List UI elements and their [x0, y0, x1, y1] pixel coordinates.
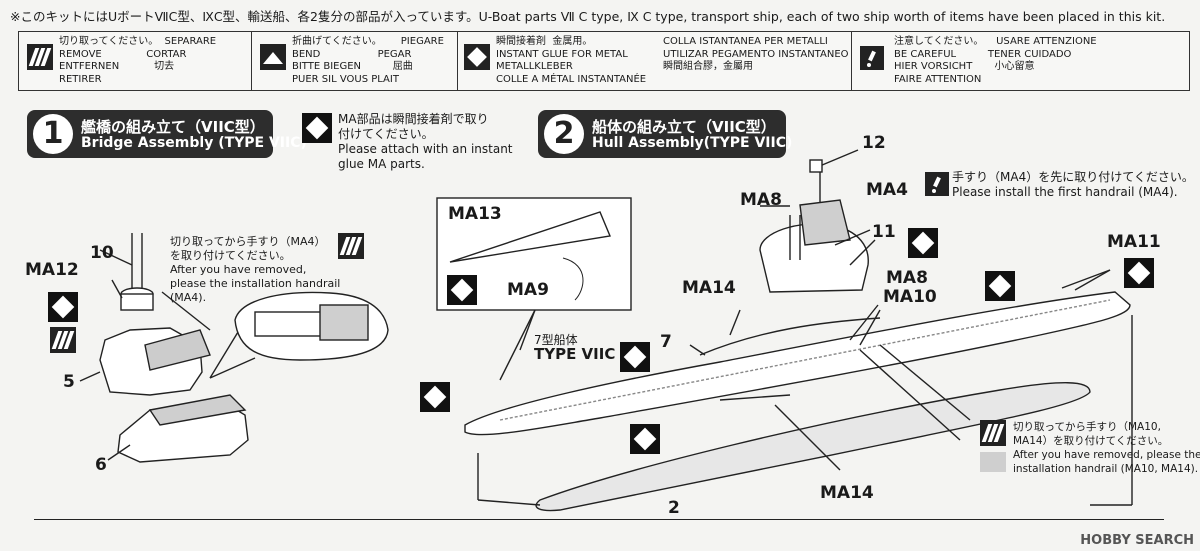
legend-caution: 注意してください。 USARE ATTENZIONE BE CAREFUL TE… [852, 32, 1182, 90]
step-number: 1 [33, 114, 73, 154]
part-label-ma8b: MA8 [886, 268, 928, 288]
glue-diamond-icon [420, 382, 450, 412]
step1-title: 1 艦橋の組み立て（VIIC型） Bridge Assembly (TYPE V… [27, 110, 307, 158]
knife-icon [50, 327, 76, 353]
knife-icon [980, 420, 1006, 446]
shaded-area-swatch [980, 452, 1006, 472]
caution-icon [860, 46, 884, 70]
glue-diamond-icon [630, 424, 660, 454]
symbol-legend: 切り取ってください。 SEPARARE REMOVE CORTAR ENTFER… [18, 31, 1190, 91]
part-label-ma13: MA13 [448, 204, 502, 224]
kit-notice: ※このキットにはUボートⅦC型、ⅨC型、輸送船、各2隻分の部品が入っています。U… [10, 9, 1166, 24]
caution-icon [925, 172, 949, 196]
part-label-ma9: MA9 [507, 280, 549, 300]
part-label-5: 5 [63, 372, 75, 392]
type-label-en: TYPE VIIC [534, 345, 616, 363]
remove-handrail-note: 切り取ってから手すり（MA4） を取り付けてください。 After you ha… [170, 235, 341, 304]
part-label-ma14b: MA14 [820, 483, 874, 503]
part-label-11: 11 [872, 222, 896, 242]
part-label-2: 2 [668, 498, 680, 518]
step2-title: 2 船体の組み立て（VIIC型） Hull Assembly(TYPE VIIC… [538, 110, 792, 158]
glue-diamond-icon [447, 275, 477, 305]
step-title-en: Hull Assembly(TYPE VIIC) [592, 135, 793, 151]
remove-handrail-note-2: 切り取ってから手すり（MA10, MA14）を取り付けてください。 After … [1013, 421, 1200, 475]
part-label-12: 12 [862, 133, 886, 153]
glue-diamond-icon [302, 113, 332, 143]
step-title-jp: 艦橋の組み立て（VIIC型） [81, 118, 265, 136]
knife-icon [27, 44, 53, 70]
part-label-ma12: MA12 [25, 260, 79, 280]
legend-bend: 折曲げてください。 PIEGARE BEND PEGAR BITTE BIEGE… [252, 32, 472, 90]
part-label-ma11: MA11 [1107, 232, 1161, 252]
step-number: 2 [544, 114, 584, 154]
part-label-ma10: MA10 [883, 287, 937, 307]
glue-diamond-icon [908, 228, 938, 258]
part-label-ma8: MA8 [740, 190, 782, 210]
step-title-jp: 船体の組み立て（VIIC型） [592, 118, 776, 136]
glue-diamond-icon [1124, 258, 1154, 288]
glue-diamond-icon [985, 271, 1015, 301]
legend-remove: 切り取ってください。 SEPARARE REMOVE CORTAR ENTFER… [19, 32, 251, 90]
part-label-7: 7 [660, 332, 672, 352]
part-label-ma14: MA14 [682, 278, 736, 298]
bend-icon [260, 44, 286, 70]
knife-icon [338, 233, 364, 259]
divider [34, 519, 1164, 520]
handrail-first-note: 手すり（MA4）を先に取り付けてください。 Please install the… [952, 170, 1194, 199]
watermark: HOBBY SEARCH [1080, 533, 1194, 548]
type-label-jp: 7型船体 [534, 333, 578, 347]
part-label-ma4: MA4 [866, 180, 908, 200]
ma-glue-note: MA部品は瞬間接着剤で取り 付けてください。 Please attach wit… [338, 112, 513, 171]
step-title-en: Bridge Assembly (TYPE VIIC) [81, 135, 307, 151]
legend-glue: 瞬間接着剤 金属用。 INSTANT GLUE FOR METAL METALL… [458, 32, 858, 90]
glue-diamond-icon [48, 292, 78, 322]
part-label-6: 6 [95, 455, 107, 475]
glue-diamond-icon [620, 342, 650, 372]
part-label-10: 10 [90, 243, 114, 263]
glue-icon [464, 44, 490, 70]
